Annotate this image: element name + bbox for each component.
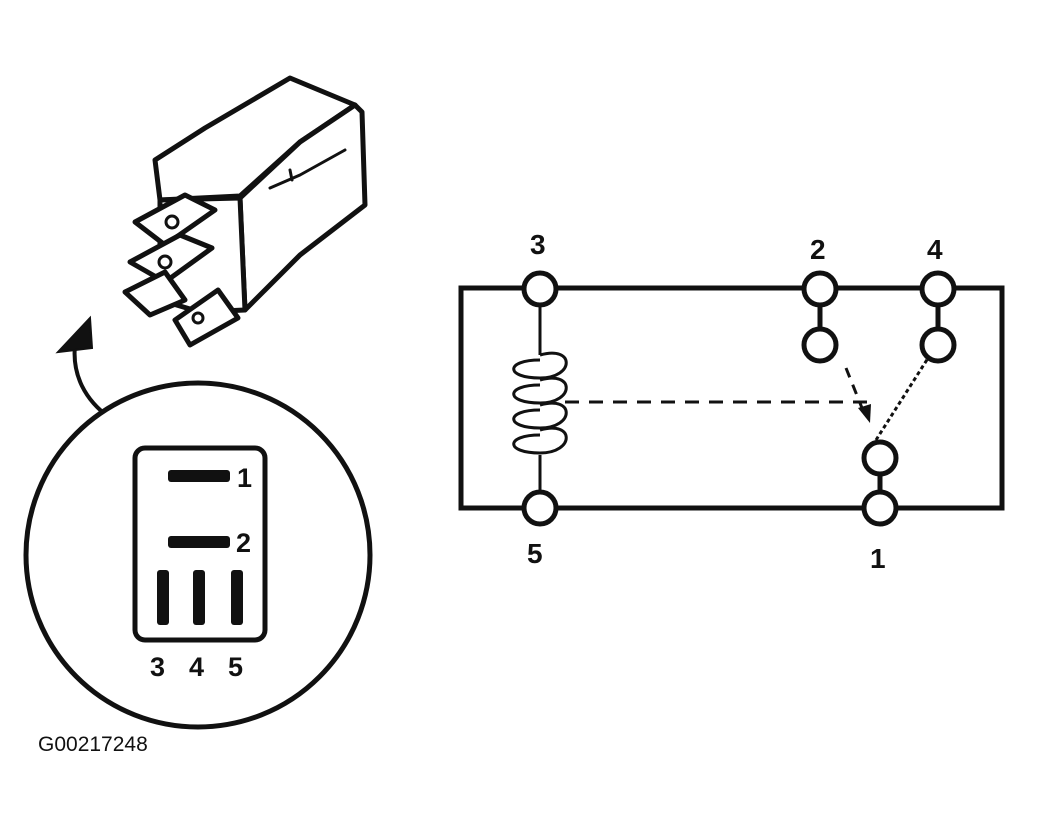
pin-3-blade: [157, 570, 169, 625]
relay-illustration: [122, 75, 368, 348]
pin-label-4: 4: [189, 652, 204, 682]
terminal-2: [801, 270, 839, 308]
pin-label-1: 1: [237, 463, 252, 493]
terminal-5: [521, 489, 559, 527]
figure-code: G00217248: [38, 733, 148, 756]
pin-2-blade: [168, 536, 230, 548]
terminal-label-3: 3: [530, 229, 546, 260]
pin-label-2: 2: [236, 528, 251, 558]
terminal-3: [521, 270, 559, 308]
contact-common: [861, 439, 899, 477]
pin-label-3: 3: [150, 652, 165, 682]
view-arrow: [55, 315, 112, 420]
pin-label-5: 5: [228, 652, 243, 682]
contact-nc: [801, 326, 839, 364]
contact-no: [919, 326, 957, 364]
terminal-1: [861, 489, 899, 527]
terminal-4: [919, 270, 957, 308]
pinout-view: 1 2 3 4 5: [23, 380, 373, 730]
switch-arm: [874, 354, 932, 441]
pin-4-blade: [193, 570, 205, 625]
pin-5-blade: [231, 570, 243, 625]
terminal-label-4: 4: [927, 234, 943, 265]
terminal-label-1: 1: [870, 543, 886, 574]
relay-schematic: 3 2 4 5 1: [458, 229, 1005, 574]
terminal-label-5: 5: [527, 538, 543, 569]
terminal-label-2: 2: [810, 234, 826, 265]
relay-coil: [512, 351, 568, 462]
pin-1-blade: [168, 470, 230, 482]
schematic-frame: [458, 285, 1005, 511]
